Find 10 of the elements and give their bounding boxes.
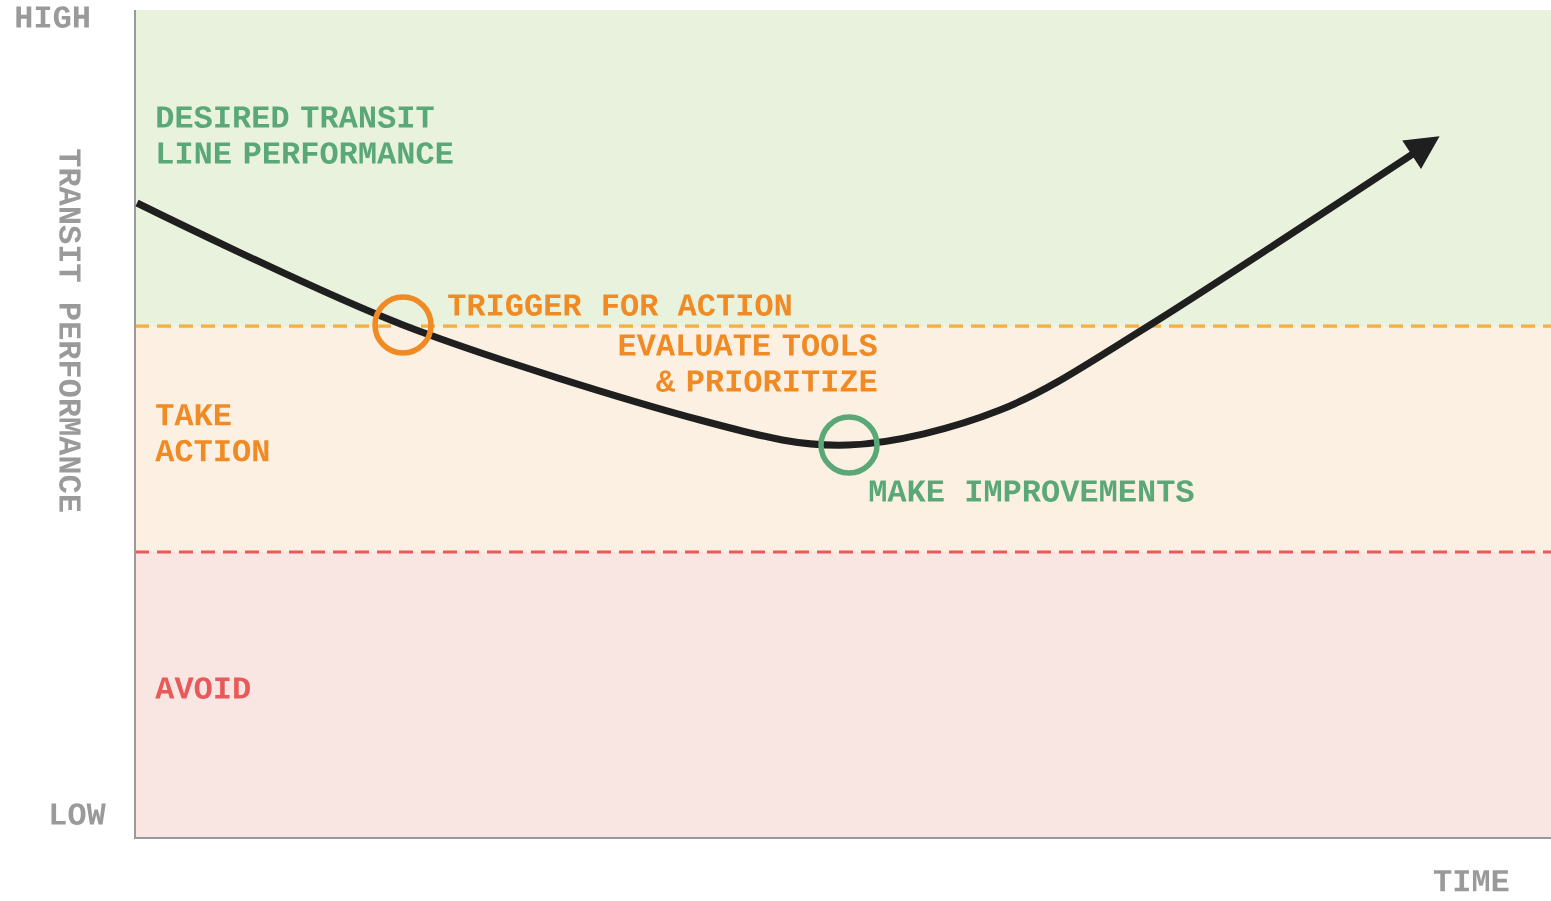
annotation: EVALUATE TOOLS & PRIORITIZE	[619, 334, 877, 392]
axis-title: TIME	[1433, 870, 1509, 892]
axis-label: LOW	[51, 803, 106, 825]
axis-title: TRANSIT PERFORMANCE	[59, 149, 81, 512]
annotation: MAKE IMPROVEMENTS	[869, 480, 1194, 502]
zone-band: AVOID	[135, 552, 1551, 838]
annotation: TRIGGER FOR ACTION	[448, 294, 791, 316]
marker-circle	[372, 294, 434, 356]
marker-circle	[818, 414, 880, 476]
axis-label: HIGH	[16, 6, 89, 28]
